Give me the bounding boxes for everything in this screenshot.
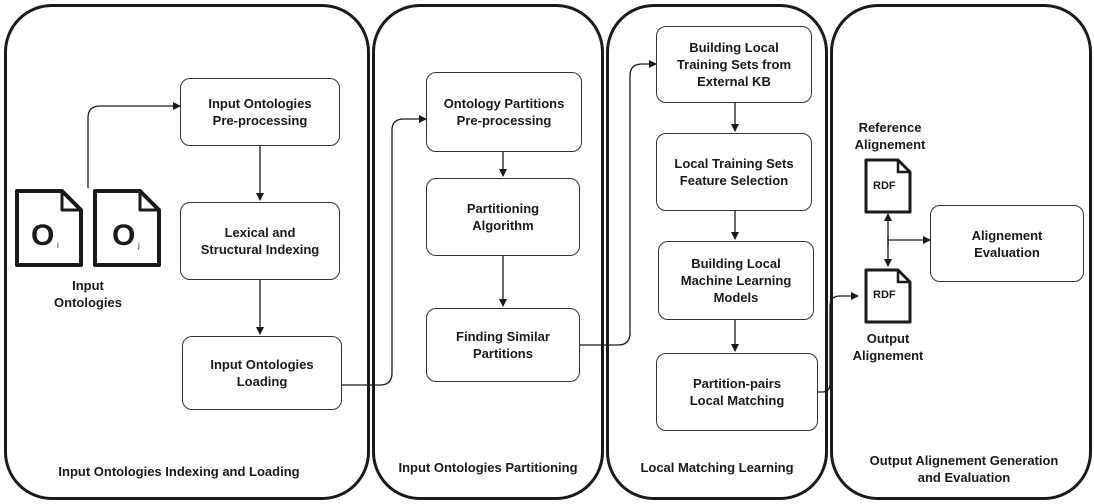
panel-title-partitioning: Input Ontologies Partitioning: [398, 460, 578, 475]
reference-rdf-text: RDF: [873, 180, 896, 192]
ontology-oj-subscript: j: [138, 241, 140, 250]
ontology-oj-letter: O: [112, 219, 136, 252]
ontology-oj-icon: [93, 189, 161, 267]
output-rdf-icon: [864, 268, 912, 324]
input-ontologies-label: Input Ontologies: [54, 278, 122, 310]
panel-title-output: Output Alignement Generation and Evaluat…: [869, 453, 1059, 485]
arrow-loading-to-partitions: [342, 115, 427, 386]
arrow-matching-to-output: [818, 292, 859, 393]
panel-title-indexing: Input Ontologies Indexing and Loading: [58, 464, 300, 479]
output-alignement-label: Output Alignement: [852, 331, 924, 363]
arrow-input-to-preprocessing: [87, 102, 181, 188]
ontology-oi-icon: [15, 189, 83, 267]
box-lexical-structural-indexing: Lexical and Structural Indexing: [180, 202, 340, 280]
reference-rdf-icon: [864, 158, 912, 214]
box-alignement-evaluation: Alignement Evaluation: [930, 205, 1084, 282]
box-ml-models: Building Local Machine Learning Models: [658, 241, 814, 320]
box-finding-similar-partitions: Finding Similar Partitions: [426, 308, 580, 382]
reference-alignement-label: Reference Alignement: [854, 120, 926, 152]
box-feature-selection: Local Training Sets Feature Selection: [656, 133, 812, 211]
ontology-oi-letter: O: [31, 219, 55, 252]
output-rdf-text: RDF: [873, 289, 896, 301]
box-input-loading: Input Ontologies Loading: [182, 336, 342, 410]
panel-title-learning: Local Matching Learning: [640, 460, 794, 475]
box-input-preprocessing: Input Ontologies Pre-processing: [180, 78, 340, 146]
box-partitions-preprocessing: Ontology Partitions Pre-processing: [426, 72, 582, 152]
arrow-similar-to-training: [580, 60, 657, 346]
box-partitioning-algorithm: Partitioning Algorithm: [426, 178, 580, 256]
box-building-training-sets: Building Local Training Sets from Extern…: [656, 26, 812, 103]
ontology-oi-subscript: i: [57, 241, 59, 250]
box-local-matching: Partition-pairs Local Matching: [656, 353, 818, 431]
